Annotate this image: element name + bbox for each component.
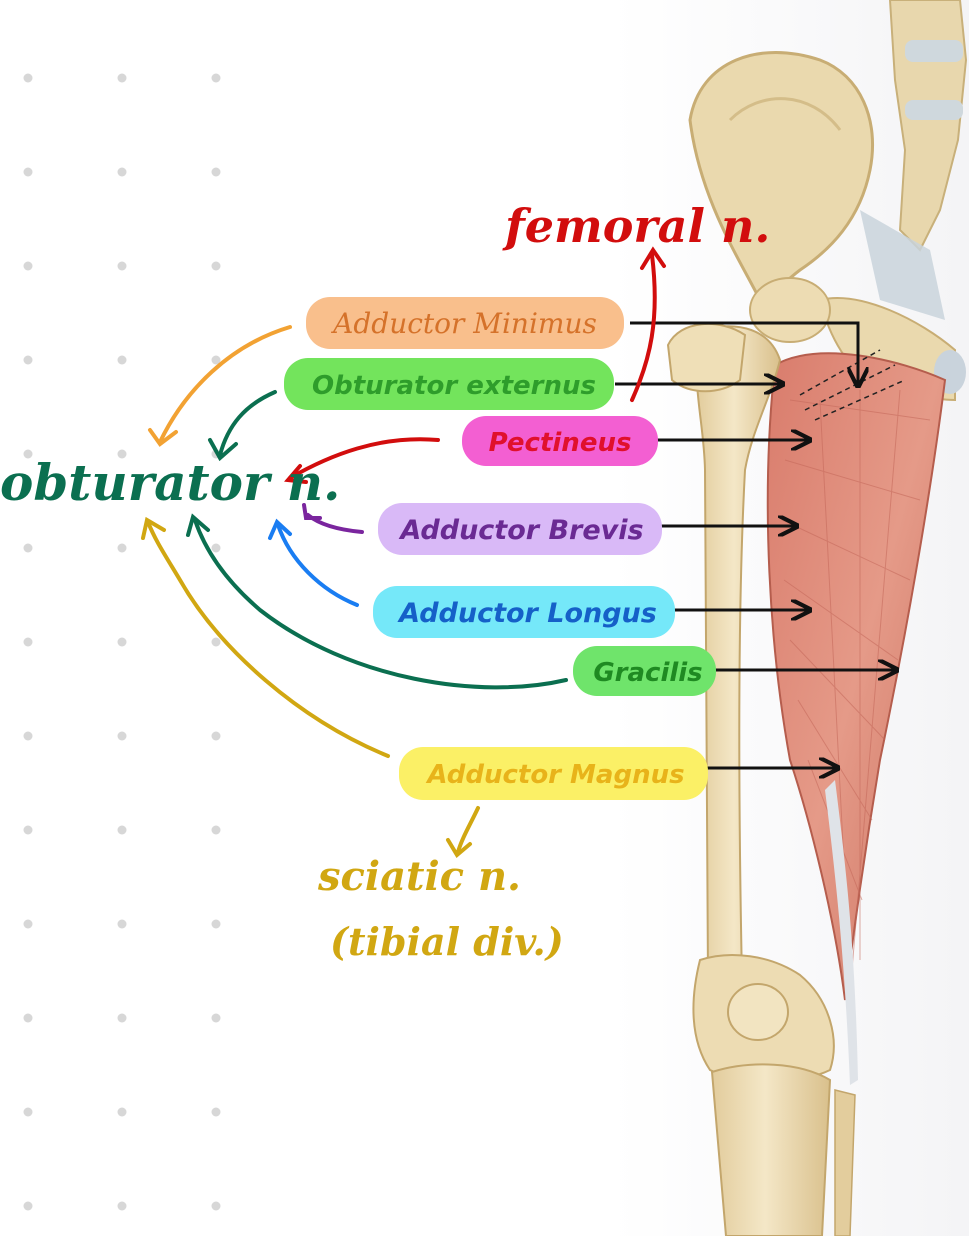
- arrow-externus-to-obturator: [218, 390, 277, 457]
- grid-dot: [23, 167, 33, 177]
- grid-dot: [117, 919, 127, 929]
- grid-dot: [23, 73, 33, 83]
- muscle-pointer-arrows: [615, 321, 897, 768]
- grid-dot: [23, 543, 33, 553]
- pointer-adductor-minimus: [630, 321, 858, 386]
- grid-dot: [211, 261, 221, 271]
- grid-dot: [23, 637, 33, 647]
- arrow-magnus-to-obturator: [146, 520, 390, 758]
- arrow-externus-to-femoral: [630, 253, 657, 402]
- dot-grid: [23, 73, 221, 1211]
- grid-dot: [117, 449, 127, 459]
- grid-dot: [23, 355, 33, 365]
- label-pectineus: Pectineus: [462, 416, 658, 466]
- grid-dot: [117, 73, 127, 83]
- grid-dot: [23, 1201, 33, 1211]
- label-text-adductor-magnus: Adductor Magnus: [425, 760, 684, 790]
- grid-dot: [117, 1013, 127, 1023]
- arrow-minimus-to-obturator: [158, 325, 292, 444]
- nerve-femoral-text: femoral n.: [502, 199, 770, 253]
- arrow-longus-to-obturator: [276, 523, 359, 607]
- arrow-pectineus-to-obturator: [288, 437, 440, 480]
- grid-dot: [23, 825, 33, 835]
- grid-dot: [211, 355, 221, 365]
- label-obturator-externus: Obturator externus: [284, 358, 614, 410]
- label-adductor-brevis: Adductor Brevis: [378, 503, 662, 555]
- grid-dot: [117, 1201, 127, 1211]
- nerve-sciatic-division-text: (tibial div.): [330, 919, 564, 964]
- label-gracilis: Gracilis: [573, 646, 716, 696]
- label-text-adductor-minimus: Adductor Minimus: [330, 307, 597, 340]
- label-adductor-magnus: Adductor Magnus: [399, 747, 708, 800]
- grid-dot: [117, 637, 127, 647]
- grid-dot: [117, 825, 127, 835]
- grid-dot: [23, 919, 33, 929]
- label-text-pectineus: Pectineus: [489, 428, 632, 458]
- label-text-gracilis: Gracilis: [593, 658, 702, 688]
- grid-dot: [23, 449, 33, 459]
- arrow-magnus-to-sciatic: [456, 806, 480, 854]
- nerve-obturator-text: obturator n.: [0, 453, 340, 512]
- grid-dot: [211, 637, 221, 647]
- grid-dot: [211, 1013, 221, 1023]
- grid-dot: [211, 543, 221, 553]
- grid-dot: [211, 167, 221, 177]
- grid-dot: [23, 261, 33, 271]
- nerve-sciatic-text: sciatic n.: [317, 853, 521, 900]
- label-text-adductor-brevis: Adductor Brevis: [398, 515, 643, 546]
- grid-dot: [23, 1107, 33, 1117]
- grid-dot: [211, 919, 221, 929]
- label-adductor-minimus: Adductor Minimus: [306, 297, 624, 349]
- thigh-anatomy-illustration: [612, 0, 969, 1236]
- grid-dot: [211, 731, 221, 741]
- label-text-adductor-longus: Adductor Longus: [397, 598, 657, 629]
- grid-dot: [117, 355, 127, 365]
- label-adductor-longus: Adductor Longus: [373, 586, 675, 638]
- grid-dot: [117, 167, 127, 177]
- grid-dot: [23, 731, 33, 741]
- grid-dot: [117, 543, 127, 553]
- grid-dot: [211, 1201, 221, 1211]
- grid-dot: [23, 1013, 33, 1023]
- grid-dot: [117, 261, 127, 271]
- grid-dot: [211, 825, 221, 835]
- label-text-obturator-externus: Obturator externus: [312, 371, 596, 401]
- grid-dot: [117, 1107, 127, 1117]
- grid-dot: [117, 731, 127, 741]
- arrow-gracilis-to-obturator: [193, 518, 568, 690]
- grid-dot: [211, 73, 221, 83]
- grid-dot: [211, 1107, 221, 1117]
- innervation-arrows: [141, 246, 666, 859]
